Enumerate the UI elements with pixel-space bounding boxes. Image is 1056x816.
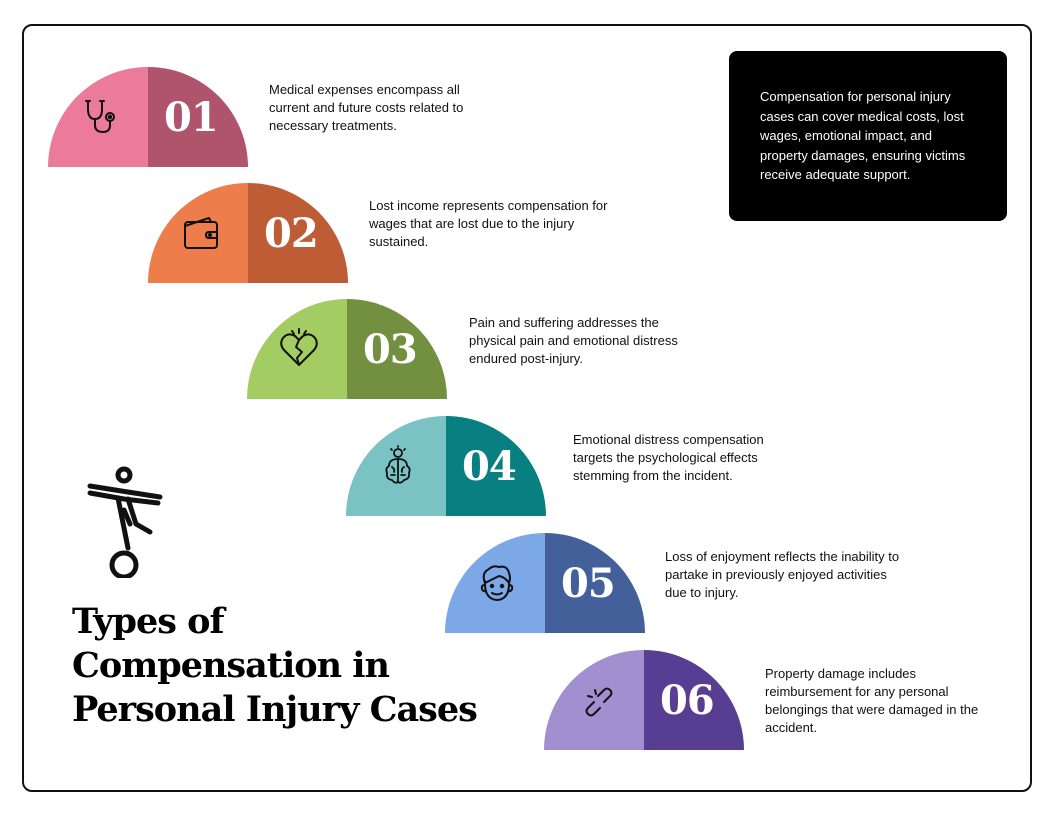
step-03: 03 [247, 299, 447, 399]
broken-chain-icon [585, 687, 613, 717]
step-02-description: Lost income represents compensation for … [369, 198, 608, 249]
wallet-icon [184, 217, 218, 249]
summary-callout: Compensation for personal injury cases c… [729, 51, 1007, 221]
step-04-number: 04 [462, 442, 517, 490]
stethoscope-icon [85, 100, 115, 133]
step-04: 04 [346, 416, 546, 516]
step-03-description: Pain and suffering addresses the physica… [469, 315, 678, 366]
infographic-frame [22, 24, 1032, 792]
step-05-description: Loss of enjoyment reflects the inability… [665, 549, 900, 600]
face-icon [480, 565, 514, 601]
person-kicking-ball-icon [87, 466, 163, 578]
step-01: 01 [48, 67, 248, 167]
step-05: 05 [445, 533, 645, 633]
brain-idea-icon [385, 445, 411, 484]
step-06: 06 [544, 650, 744, 750]
step-02: 02 [148, 183, 348, 283]
step-01-description: Medical expenses encompass all current a… [269, 82, 464, 133]
page-title: Types of Compensation in Personal Injury… [72, 601, 478, 730]
step-06-description: Property damage includes reimbursement f… [765, 666, 979, 735]
step-05-number: 05 [561, 559, 616, 607]
step-06-number: 06 [660, 676, 715, 724]
step-02-number: 02 [264, 209, 319, 257]
step-03-number: 03 [363, 325, 418, 373]
step-01-number: 01 [164, 93, 219, 141]
broken-heart-icon [280, 328, 318, 366]
step-04-description: Emotional distress compensation targets … [573, 432, 764, 483]
